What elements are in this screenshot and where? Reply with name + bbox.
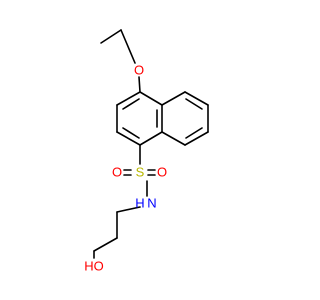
bond-ethyl-methyl xyxy=(100,29,122,44)
bond-ethyl-ch2 xyxy=(120,29,136,64)
molecule-structure: O O S O N H HO xyxy=(84,29,209,274)
bond-chain-c2-c3 xyxy=(93,237,118,252)
bond-ring1-c8a-c1 xyxy=(139,131,163,146)
sulfur-label: S xyxy=(136,165,145,180)
bond-ring1-inner-c3-c4 xyxy=(122,98,140,110)
bond-ring2-c7-c8 xyxy=(184,131,209,146)
bond-ring2-c8-c8a xyxy=(161,131,186,146)
bond-nitrogen-ch2 xyxy=(116,206,141,213)
bond-ring1-c3-c4 xyxy=(116,91,141,106)
amine-nitrogen-label: N xyxy=(147,196,156,211)
bond-ring2-inner-c5-c6 xyxy=(185,98,203,110)
ether-oxygen-label: O xyxy=(134,63,144,78)
hydroxyl-label: HO xyxy=(84,259,104,274)
bond-ring1-inner-c2-c1 xyxy=(122,127,140,139)
sulfonyl-oxygen-right-label: O xyxy=(157,165,167,180)
bond-ring1-c4-c4a xyxy=(139,91,163,106)
bond-ring1-c1-c2 xyxy=(116,131,141,146)
bond-ring2-c5-c6 xyxy=(184,91,209,106)
amine-hydrogen-label: H xyxy=(135,196,144,211)
bond-ring2-inner-c7-c8 xyxy=(185,127,203,139)
bond-ether-oxygen-to-ring xyxy=(138,76,141,93)
sulfonyl-oxygen-left-label: O xyxy=(112,165,122,180)
bond-ring2-c4a-c5 xyxy=(161,91,186,106)
